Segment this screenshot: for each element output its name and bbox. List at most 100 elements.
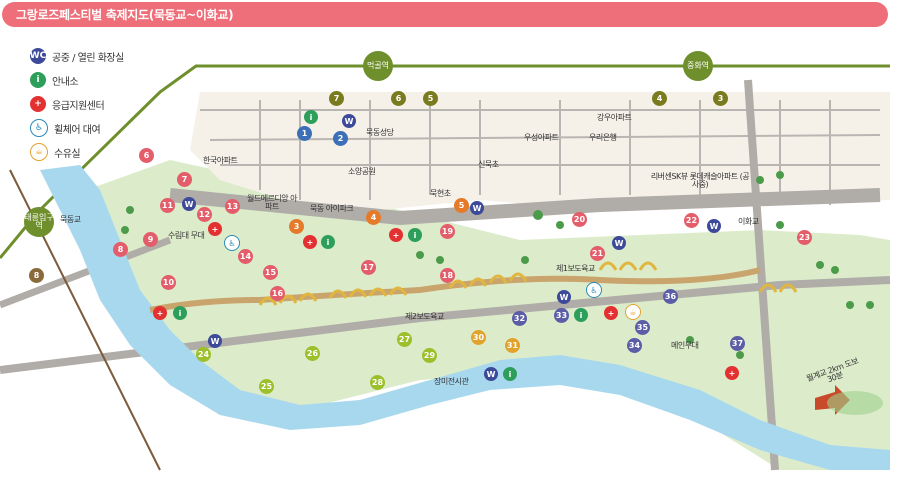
water-fountain-icon[interactable]: ☕ (625, 304, 641, 320)
marker-13[interactable]: 13 (225, 199, 240, 214)
marker-5[interactable]: 5 (454, 198, 469, 213)
restroom-icon[interactable]: W (342, 114, 356, 128)
label-rose-hall: 장미전시관 (434, 377, 469, 386)
first-aid-icon: + (30, 96, 46, 112)
label-soyang-park: 소양공원 (348, 167, 376, 176)
info-icon: i (30, 72, 46, 88)
restroom-icon[interactable]: W (208, 334, 222, 348)
info-icon[interactable]: i (408, 228, 422, 242)
restroom-icon[interactable]: W (470, 201, 484, 215)
marker-14[interactable]: 14 (238, 249, 253, 264)
info-icon[interactable]: i (574, 308, 588, 322)
restroom-icon[interactable]: W (557, 290, 571, 304)
marker-10[interactable]: 10 (161, 275, 176, 290)
marker-27[interactable]: 27 (397, 332, 412, 347)
info-icon[interactable]: i (173, 306, 187, 320)
label-boardwalk-1: 제1보도육교 (556, 264, 595, 273)
marker-19[interactable]: 19 (440, 224, 455, 239)
marker-2[interactable]: 2 (333, 131, 348, 146)
info-icon[interactable]: i (321, 235, 335, 249)
rose-arches (258, 261, 798, 306)
marker-33[interactable]: 33 (554, 308, 569, 323)
station-taereung[interactable]: 태릉입구역 (24, 207, 54, 237)
marker-11[interactable]: 11 (160, 198, 175, 213)
walkway (149, 267, 761, 313)
marker-9[interactable]: 9 (143, 232, 158, 247)
label-world-meridian-apt: 월드메르디앙 아파트 (246, 194, 298, 212)
exit-number: 5 (423, 91, 438, 106)
restroom-icon[interactable]: W (707, 219, 721, 233)
label-mukdong-church: 묵동성당 (366, 128, 394, 137)
marker-17[interactable]: 17 (361, 260, 376, 275)
first-aid-icon[interactable]: + (389, 228, 403, 242)
station-junghwa[interactable]: 중화역 (683, 51, 713, 81)
legend-item-info: i 안내소 (30, 68, 124, 92)
marker-12[interactable]: 12 (197, 207, 212, 222)
wheelchair-icon[interactable]: ♿ (224, 235, 240, 251)
trees (121, 171, 874, 359)
marker-16[interactable]: 16 (270, 286, 285, 301)
label-korea-apt: 한국아파트 (203, 156, 238, 165)
first-aid-icon[interactable]: + (153, 306, 167, 320)
legend-item-wheelchair: ♿ 휠체어 대여 (30, 116, 124, 140)
label-boardwalk-2: 제2보도육교 (405, 312, 444, 321)
label-woori-bank: 우리은행 (589, 133, 617, 142)
restroom-icon: WC (30, 48, 46, 64)
marker-22[interactable]: 22 (684, 213, 699, 228)
river (40, 165, 890, 470)
marker-15[interactable]: 15 (263, 265, 278, 280)
marker-21[interactable]: 21 (590, 246, 605, 261)
exit-number: 8 (29, 268, 44, 283)
marker-26[interactable]: 26 (305, 346, 320, 361)
marker-20[interactable]: 20 (572, 212, 587, 227)
label-mukdong-ipark: 묵동 아이파크 (310, 204, 354, 213)
water-fountain-icon: ☕ (30, 143, 48, 161)
marker-30[interactable]: 30 (471, 330, 486, 345)
marker-28[interactable]: 28 (370, 375, 385, 390)
restroom-icon[interactable]: W (484, 367, 498, 381)
restroom-icon[interactable]: W (182, 197, 196, 211)
first-aid-icon[interactable]: + (604, 306, 618, 320)
marker-37[interactable]: 37 (730, 336, 745, 351)
wheelchair-icon[interactable]: ♿ (586, 282, 602, 298)
city-area (190, 92, 890, 210)
label-main-stage: 메인무대 (671, 341, 699, 350)
marker-35[interactable]: 35 (635, 320, 650, 335)
label-shinmukcho: 신묵초 (478, 160, 499, 169)
marker-34[interactable]: 34 (627, 338, 642, 353)
station-meokgol[interactable]: 먹골역 (363, 51, 393, 81)
marker-29[interactable]: 29 (422, 348, 437, 363)
first-aid-icon[interactable]: + (208, 222, 222, 236)
wheelchair-icon: ♿ (30, 119, 48, 137)
marker-6[interactable]: 6 (139, 148, 154, 163)
marker-23[interactable]: 23 (797, 230, 812, 245)
vertical-road (744, 79, 779, 471)
marker-3[interactable]: 3 (289, 219, 304, 234)
marker-4[interactable]: 4 (366, 210, 381, 225)
legend-item-restroom: WC 공중 / 열린 화장실 (30, 44, 124, 68)
marker-24[interactable]: 24 (196, 347, 211, 362)
legend-item-first-aid: + 응급지원센터 (30, 92, 124, 116)
title-bar: 그랑로즈페스티벌 축제지도(묵동교~이화교) (2, 2, 888, 27)
exit-number: 6 (391, 91, 406, 106)
streets (200, 100, 881, 205)
legend-item-nursing: ☕ 수유실 (30, 140, 124, 164)
bridge-road-2 (0, 236, 172, 309)
marker-18[interactable]: 18 (440, 268, 455, 283)
info-icon[interactable]: i (304, 110, 318, 124)
marker-7[interactable]: 7 (177, 172, 192, 187)
info-icon[interactable]: i (503, 367, 517, 381)
first-aid-icon[interactable]: + (725, 366, 739, 380)
marker-31[interactable]: 31 (505, 338, 520, 353)
marker-1[interactable]: 1 (297, 126, 312, 141)
marker-32[interactable]: 32 (512, 311, 527, 326)
restroom-icon[interactable]: W (612, 236, 626, 250)
label-kangwoo-apt: 강우아파트 (597, 113, 632, 122)
marker-8[interactable]: 8 (113, 242, 128, 257)
legend: WC 공중 / 열린 화장실 i 안내소 + 응급지원센터 ♿ 휠체어 대여 ☕… (30, 44, 124, 164)
marker-36[interactable]: 36 (663, 289, 678, 304)
first-aid-icon[interactable]: + (303, 235, 317, 249)
marker-25[interactable]: 25 (259, 379, 274, 394)
main-road (169, 188, 881, 226)
